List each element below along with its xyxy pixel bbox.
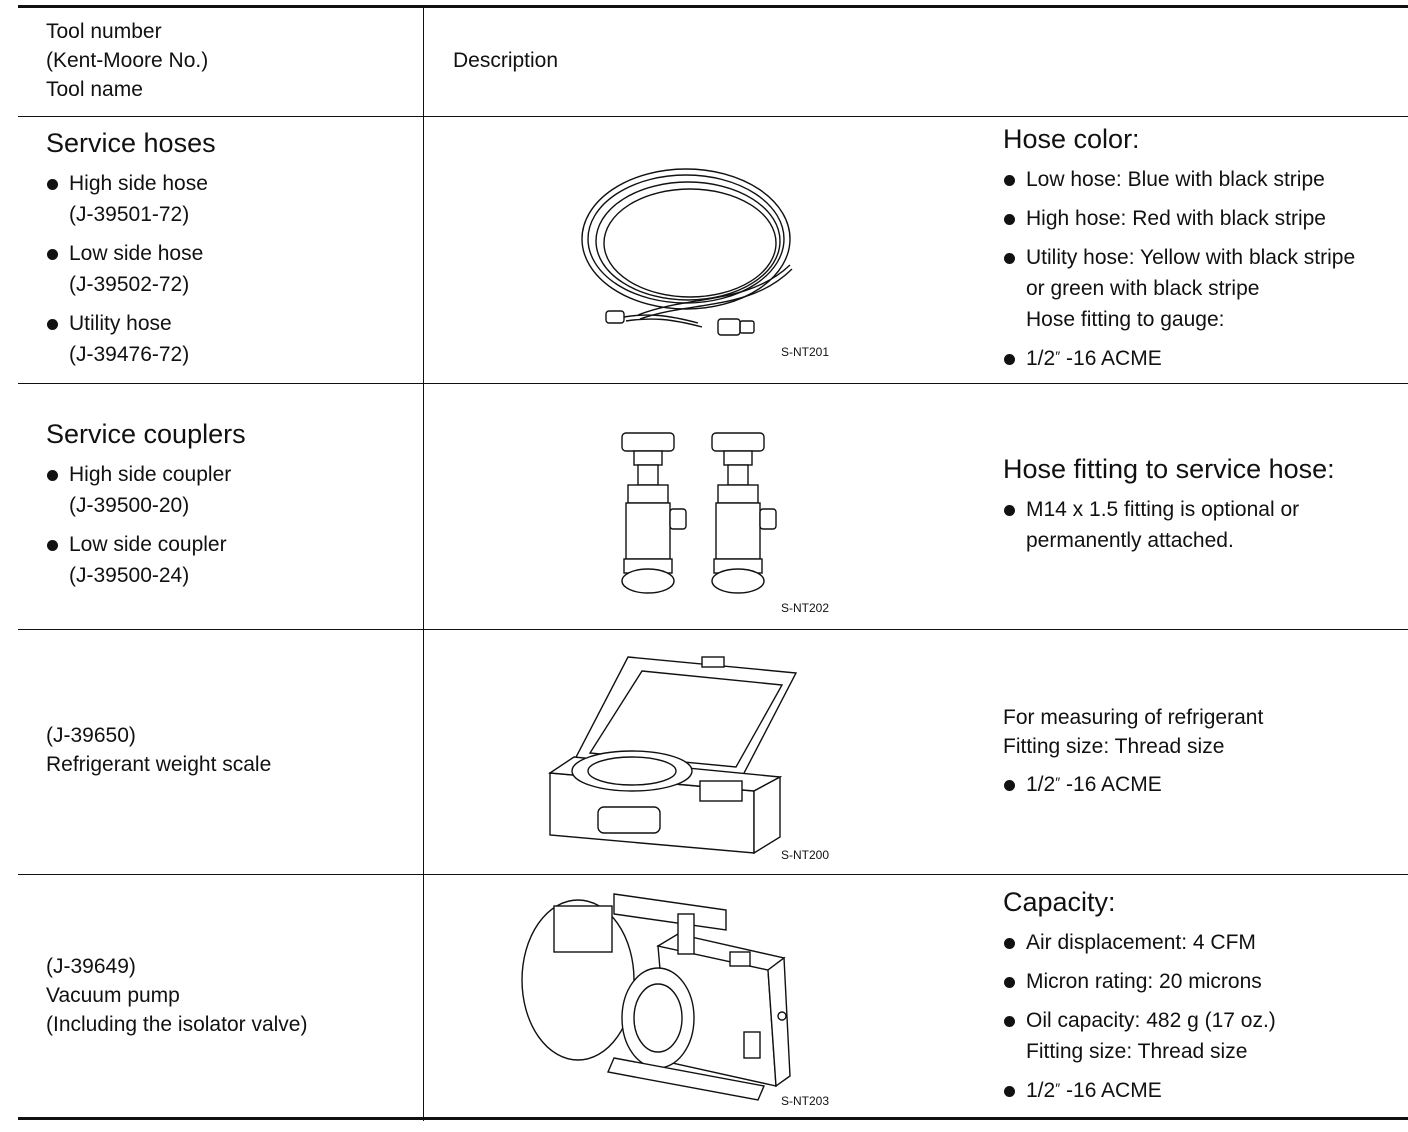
tool-number: (J-39500-24) (69, 564, 190, 587)
list-item: Air displacement: 4 CFM (1003, 927, 1408, 958)
figure-code: S-NT203 (781, 1094, 830, 1108)
tool-number: (J-39502-72) (69, 273, 190, 296)
list-item: Low hose: Blue with black stripe (1003, 164, 1408, 195)
list-item: Low side coupler (46, 529, 406, 560)
header-description: Description (453, 49, 559, 72)
special-tools-table: Tool number (Kent-Moore No.) Tool name D… (18, 5, 1408, 1121)
row-divider (18, 629, 1408, 630)
header-description-cell: Description (453, 46, 558, 75)
service-couplers-description: Hose fitting to service hose: M14 x 1.5 … (1003, 452, 1408, 556)
header-tool-cell: Tool number (Kent-Moore No.) Tool name (46, 17, 208, 104)
header-tool-number: Tool number (46, 20, 162, 43)
vacuum-pump-description: Capacity: Air displacement: 4 CFM Micron… (1003, 885, 1408, 1108)
fitting-size: 1/2 (1026, 773, 1056, 796)
vacuum-pump-illustration (521, 893, 791, 1101)
service-hoses-description: Hose color: Low hose: Blue with black st… (1003, 122, 1408, 376)
figure-code: S-NT200 (781, 848, 830, 862)
service-hoses-title: Service hoses (46, 128, 216, 158)
row-divider (18, 383, 1408, 384)
list-item: Utility hose (46, 308, 406, 339)
fitting-thread: -16 ACME (1066, 1079, 1162, 1102)
fitting-size: 1/2 (1026, 347, 1056, 370)
weight-scale-illustration (547, 656, 798, 855)
table-bottom-rule (18, 1117, 1408, 1120)
inch-mark: ″ (1055, 348, 1061, 364)
tool-name: Vacuum pump (46, 984, 180, 1007)
description-continuation: or green with black stripe (1026, 277, 1260, 300)
fitting-thread: -16 ACME (1066, 347, 1162, 370)
description-line: For measuring of refrigerant (1003, 706, 1264, 729)
table-top-rule (18, 5, 1408, 8)
service-hose-illustration (581, 168, 793, 336)
description-continuation: Hose fitting to gauge: (1026, 308, 1225, 331)
hose-fitting-title: Hose fitting to service hose: (1003, 454, 1335, 484)
description-continuation: Fitting size: Thread size (1026, 1040, 1248, 1063)
tool-number: (J-39501-72) (69, 203, 190, 226)
header-divider (18, 116, 1408, 117)
tool-number: (J-39500-20) (69, 494, 190, 517)
list-item: High side hose (46, 168, 406, 199)
vacuum-pump-tool-cell: (J-39649) Vacuum pump (Including the iso… (46, 952, 406, 1039)
fitting-size-item: 1/2″ -16 ACME (1003, 769, 1408, 802)
description-line: Fitting size: Thread size (1003, 735, 1225, 758)
fitting-thread: -16 ACME (1066, 773, 1162, 796)
service-coupler-illustration (621, 432, 777, 594)
tool-name: Refrigerant weight scale (46, 753, 272, 776)
header-kent-moore: (Kent-Moore No.) (46, 49, 209, 72)
figure-code: S-NT201 (781, 345, 830, 359)
weight-scale-tool-cell: (J-39650) Refrigerant weight scale (46, 721, 406, 779)
tool-number: (J-39650) (46, 724, 136, 747)
service-couplers-tool-cell: Service couplers High side coupler (J-39… (46, 417, 406, 591)
hose-color-title: Hose color: (1003, 124, 1140, 154)
list-item: Oil capacity: 482 g (17 oz.) (1003, 1005, 1408, 1036)
list-item: Low side hose (46, 238, 406, 269)
service-couplers-title: Service couplers (46, 419, 246, 449)
row-divider (18, 874, 1408, 875)
capacity-title: Capacity: (1003, 887, 1116, 917)
service-hoses-tool-cell: Service hoses High side hose (J-39501-72… (46, 126, 406, 370)
description-continuation: permanently attached. (1026, 529, 1234, 552)
fitting-size-item: 1/2″ -16 ACME (1003, 343, 1408, 376)
tool-number: (J-39649) (46, 955, 136, 978)
weight-scale-description: For measuring of refrigerant Fitting siz… (1003, 703, 1408, 802)
inch-mark: ″ (1055, 774, 1061, 790)
list-item: Utility hose: Yellow with black stripe (1003, 242, 1408, 273)
inch-mark: ″ (1055, 1080, 1061, 1096)
list-item: High hose: Red with black stripe (1003, 203, 1408, 234)
figure-code: S-NT202 (781, 601, 830, 615)
tool-note: (Including the isolator valve) (46, 1013, 308, 1036)
list-item: Micron rating: 20 microns (1003, 966, 1408, 997)
fitting-size: 1/2 (1026, 1079, 1056, 1102)
header-tool-name: Tool name (46, 78, 143, 101)
fitting-size-item: 1/2″ -16 ACME (1003, 1075, 1408, 1108)
list-item: M14 x 1.5 fitting is optional or (1003, 494, 1408, 525)
list-item: High side coupler (46, 459, 406, 490)
column-divider (423, 5, 424, 1121)
tool-number: (J-39476-72) (69, 343, 190, 366)
